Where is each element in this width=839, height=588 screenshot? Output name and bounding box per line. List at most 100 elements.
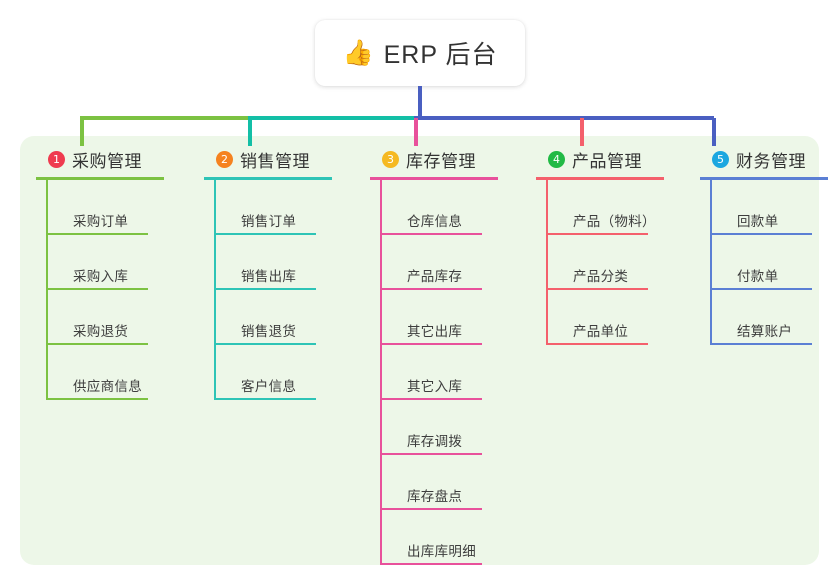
list-item-rule: [382, 563, 482, 565]
thumbs-up-icon: 👍: [342, 38, 374, 67]
list-item-label: 其它入库: [407, 379, 463, 394]
list-item[interactable]: 出库库明细: [382, 510, 520, 565]
column-items-product: 产品（物料） 产品分类产品单位: [546, 180, 686, 345]
column-badge-sales: 2: [216, 150, 233, 168]
list-item[interactable]: 产品库存: [382, 235, 520, 290]
list-item-rule: [216, 233, 316, 235]
list-item[interactable]: 库存盘点: [382, 455, 520, 510]
list-item-label: 库存盘点: [407, 489, 463, 504]
connector-root-stem: [418, 86, 422, 118]
column-title-finance: 财务管理: [736, 151, 806, 171]
list-item-rule: [382, 508, 482, 510]
column-rule-purchase: [36, 177, 164, 180]
list-item-label: 客户信息: [241, 379, 297, 394]
list-item-label: 库存调拨: [407, 434, 463, 449]
list-item[interactable]: 产品（物料）: [548, 180, 686, 235]
column-product: 4 产品管理产品（物料） 产品分类产品单位: [528, 146, 686, 345]
list-item[interactable]: 仓库信息: [382, 180, 520, 235]
list-item-rule: [216, 398, 316, 400]
list-item-label: 其它出库: [407, 324, 463, 339]
list-item-label: 采购订单: [73, 214, 129, 229]
list-item[interactable]: 采购订单: [48, 180, 186, 235]
list-item-rule: [216, 343, 316, 345]
connector-segment-blue: [414, 116, 714, 120]
column-spine-sales: [214, 180, 216, 400]
column-badge-finance: 5: [712, 150, 729, 168]
diagram-panel: [20, 136, 819, 565]
list-item[interactable]: 其它出库: [382, 290, 520, 345]
connector-drop-purchase: [80, 118, 84, 146]
list-item-rule: [548, 288, 648, 290]
column-inventory: 3 库存管理仓库信息产品库存其它出库其它入库库存调拨库存盘点出库库明细: [362, 146, 520, 565]
list-item-rule: [382, 398, 482, 400]
list-item-rule: [48, 288, 148, 290]
column-title-product: 产品管理: [572, 151, 642, 171]
column-header-product[interactable]: 4 产品管理: [528, 146, 686, 172]
list-item[interactable]: 回款单: [712, 180, 839, 235]
list-item-label: 出库库明细: [407, 544, 476, 559]
list-item-label: 回款单: [737, 214, 779, 229]
list-item[interactable]: 采购入库: [48, 235, 186, 290]
list-item-label: 供应商信息: [73, 379, 142, 394]
list-item-rule: [382, 233, 482, 235]
list-item-rule: [382, 343, 482, 345]
list-item-label: 销售出库: [241, 269, 297, 284]
list-item-label: 产品分类: [573, 269, 629, 284]
list-item[interactable]: 付款单: [712, 235, 839, 290]
column-finance: 5 财务管理回款单付款单结算账户: [692, 146, 839, 345]
list-item[interactable]: 销售出库: [216, 235, 354, 290]
column-spine-finance: [710, 180, 712, 345]
connector-drop-finance: [712, 118, 716, 146]
list-item[interactable]: 其它入库: [382, 345, 520, 400]
list-item-rule: [382, 288, 482, 290]
list-item-rule: [48, 343, 148, 345]
list-item-rule: [382, 453, 482, 455]
list-item[interactable]: 采购退货: [48, 290, 186, 345]
column-title-purchase: 采购管理: [72, 151, 142, 171]
list-item-rule: [548, 233, 648, 235]
list-item-rule: [48, 398, 148, 400]
connector-segment-teal: [248, 116, 416, 120]
root-node-title: ERP 后台: [383, 41, 498, 69]
connector-drop-product: [580, 118, 584, 146]
list-item[interactable]: 结算账户: [712, 290, 839, 345]
list-item-label: 销售退货: [241, 324, 297, 339]
list-item-label: 采购入库: [73, 269, 129, 284]
column-header-inventory[interactable]: 3 库存管理: [362, 146, 520, 172]
list-item[interactable]: 库存调拨: [382, 400, 520, 455]
list-item-rule: [712, 233, 812, 235]
column-spine-purchase: [46, 180, 48, 400]
column-header-purchase[interactable]: 1 采购管理: [28, 146, 186, 172]
list-item[interactable]: 产品分类: [548, 235, 686, 290]
list-item[interactable]: 销售订单: [216, 180, 354, 235]
root-node-erp-backend[interactable]: 👍 ERP 后台: [315, 20, 525, 86]
column-badge-purchase: 1: [48, 150, 65, 168]
list-item-rule: [48, 233, 148, 235]
column-rule-product: [536, 177, 664, 180]
list-item[interactable]: 供应商信息: [48, 345, 186, 400]
column-rule-finance: [700, 177, 828, 180]
column-badge-inventory: 3: [382, 150, 399, 168]
column-spine-inventory: [380, 180, 382, 565]
list-item[interactable]: 销售退货: [216, 290, 354, 345]
column-items-finance: 回款单付款单结算账户: [710, 180, 839, 345]
connector-drop-inventory: [414, 118, 418, 146]
list-item-label: 付款单: [737, 269, 779, 284]
list-item[interactable]: 客户信息: [216, 345, 354, 400]
column-title-inventory: 库存管理: [406, 151, 476, 171]
column-spine-product: [546, 180, 548, 345]
list-item-label: 产品（物料）: [573, 214, 656, 229]
list-item-label: 采购退货: [73, 324, 129, 339]
list-item[interactable]: 产品单位: [548, 290, 686, 345]
list-item-rule: [216, 288, 316, 290]
connector-drop-sales: [248, 118, 252, 146]
list-item-label: 结算账户: [737, 324, 793, 339]
column-badge-product: 4: [548, 150, 565, 168]
column-header-finance[interactable]: 5 财务管理: [692, 146, 839, 172]
column-rule-sales: [204, 177, 332, 180]
column-items-purchase: 采购订单采购入库采购退货供应商信息: [46, 180, 186, 400]
connector-segment-green: [80, 116, 250, 120]
list-item-rule: [548, 343, 648, 345]
column-rule-inventory: [370, 177, 498, 180]
